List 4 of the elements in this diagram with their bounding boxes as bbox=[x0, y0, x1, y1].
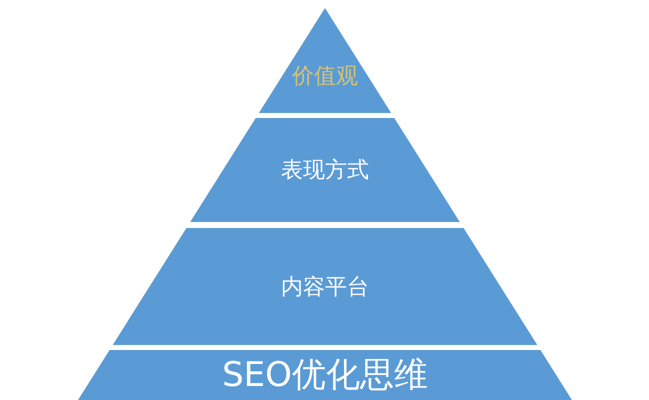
layer-label: 表现方式 bbox=[280, 157, 369, 185]
layer-label: SEO优化思维 bbox=[222, 354, 428, 397]
layer-label: 内容平台 bbox=[280, 274, 369, 302]
layer-label: 价值观 bbox=[292, 62, 358, 90]
